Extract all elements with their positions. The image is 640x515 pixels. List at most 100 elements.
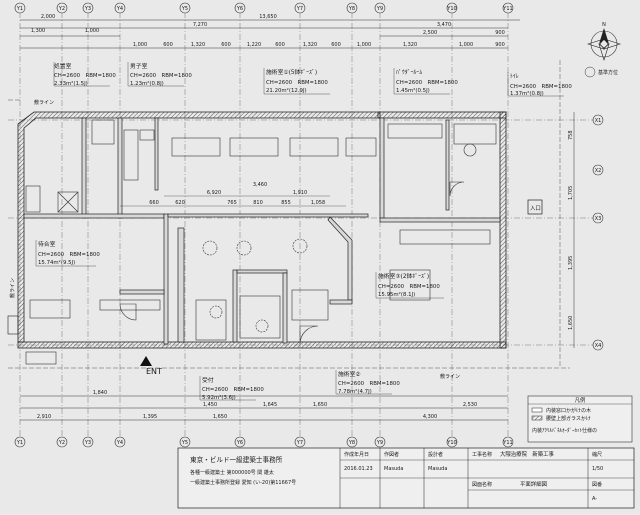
scale-value: 1/50 [592, 466, 603, 472]
drawing-value: 平面詳細図 [520, 480, 547, 488]
legend-item-1: 内装窓口かがけの木 [546, 407, 591, 414]
checked-value: Masuda [428, 466, 447, 472]
room-area: 5.92m²(3.6J) [202, 394, 236, 401]
room-tag-1: 男子室 CH=2600 RBM=1800 1.23m²(0.8J) [127, 62, 192, 87]
entrance-arrow-icon [140, 356, 152, 366]
room-name: 待合室 [38, 240, 56, 248]
top-dim-10: 1,320 [403, 42, 417, 48]
interior-dim-4: 660 [149, 200, 159, 206]
top-dim-6: 600 [275, 42, 285, 48]
dim-sub-c: 2,500 [423, 30, 437, 36]
grid-label-bottom-y2: Y2 [58, 440, 65, 446]
drawn-label: 作図者 [384, 451, 399, 458]
legend-box: 凡例 内装窓口かがけの木 腰壁上部ガラスかけ 内装ｱｸﾘﾙﾊﾟﾈﾙｵｰﾀﾞｰｶｯ… [527, 395, 633, 443]
office-license: 一級建築士事務所登録 愛知 (い-20)第11667号 [190, 479, 296, 486]
bottom-dim-i: 1,650 [213, 414, 227, 420]
bottom-dim-a: 1,840 [93, 390, 107, 396]
bottom-dim-c: 1,645 [263, 402, 277, 408]
interior-dim-1: 6,920 [207, 190, 221, 196]
grid-label-y11: Y11 [502, 6, 512, 12]
grid-label-y9: Y9 [376, 6, 383, 12]
entrance-marker-box [527, 199, 543, 215]
right-dim-3: 1,395 [568, 256, 574, 270]
top-dim-5: 1,220 [247, 42, 261, 48]
grid-label-x3: X3 [595, 216, 602, 222]
exterior-walls [7, 111, 507, 349]
top-dim-3: 1,320 [191, 42, 205, 48]
boundary-label-top: 敷ライン [34, 99, 54, 106]
room-spec: CH=2600 RBM=1800 [130, 73, 192, 79]
room-spec: CH=2600 RBM=1800 [202, 387, 264, 393]
top-dim-8: 600 [331, 42, 341, 48]
top-dim-11: 1,000 [459, 42, 473, 48]
bottom-dim-e: 2,530 [463, 402, 477, 408]
room-tag-3: ﾊﾟｳﾀﾞｰﾙｰﾑ CH=2600 RBM=1800 1.45m²(0.5J) [393, 68, 458, 95]
bottom-dim-f: 4,300 [423, 414, 437, 420]
grid-bubbles-top [14, 2, 514, 14]
grid-bubbles-right [592, 114, 604, 351]
grid-label-bottom-y10: Y10 [446, 440, 456, 446]
grid-label-y4: Y4 [116, 6, 123, 12]
room-spec: CH=2600 RBM=1800 [338, 381, 400, 387]
legend-title: 凡例 [575, 396, 586, 404]
bottom-dimension-lines [20, 395, 508, 421]
project-value: 大隈治療院 新築工事 [500, 450, 555, 458]
grid-label-y10: Y10 [446, 6, 456, 12]
grid-label-bottom-y7: Y7 [296, 440, 303, 446]
right-dim-2: 1,705 [568, 186, 574, 200]
date-label: 作成年月日 [344, 451, 369, 458]
dim-left-c: 1,000 [85, 28, 99, 34]
grid-label-x2: X2 [595, 168, 602, 174]
drawn-value: Masuda [384, 466, 403, 472]
grid-label-bottom-y5: Y5 [181, 440, 188, 446]
room-name: 施術室③(2鉢ﾎﾟｰｽﾞ) [378, 272, 429, 280]
grid-bubbles-bottom [14, 436, 514, 448]
room-name: 男子室 [130, 62, 148, 70]
grid-label-y6: Y6 [236, 6, 243, 12]
room-area: 21.20m²(12.9J) [266, 87, 307, 94]
grid-label-bottom-y11: Y11 [502, 440, 512, 446]
legend-note: 内装ｱｸﾘﾙﾊﾟﾈﾙｵｰﾀﾞｰｶｯﾄ仕様の [532, 427, 597, 434]
top-dimension-lines [20, 19, 520, 49]
bottom-dim-b: 1,450 [203, 402, 217, 408]
checked-label: 設計者 [428, 451, 443, 458]
legend-swatch-1 [531, 407, 543, 413]
room-spec: CH=2600 RBM=1800 [54, 73, 116, 79]
interior-dim-2: 1,910 [293, 190, 307, 196]
interior-dimension-lines [120, 195, 346, 207]
room-name: ﾄｲﾚ [510, 74, 519, 80]
north-label: N [602, 22, 606, 28]
room-name: 受付 [202, 376, 214, 384]
room-name: ﾊﾟｳﾀﾞｰﾙｰﾑ [396, 69, 422, 76]
room-tag-2: 施術室①(5鉢ﾎﾟｰｽﾞ) CH=2600 RBM=1800 21.20m²(1… [263, 68, 330, 95]
grid-label-bottom-y3: Y3 [84, 440, 91, 446]
title-block [177, 447, 635, 509]
bottom-dim-g: 2,910 [37, 414, 51, 420]
room-tag-4: ﾄｲﾚ CH=2600 RBM=1800 1.37m²(0.8J) [507, 72, 572, 97]
room-name: 施術室①(5鉢ﾎﾟｰｽﾞ) [266, 68, 317, 76]
room-area: 15.74m²(9.5J) [38, 259, 75, 266]
north-note: 基準方位 [598, 69, 618, 76]
interior-dim-5: 620 [175, 200, 185, 206]
sheet-value: A- [592, 496, 597, 502]
office-registration: 各種一級建築士 第000000号 関 雄太 [190, 469, 274, 476]
room-spec: CH=2600 RBM=1800 [378, 284, 440, 290]
grid-label-y1: Y1 [16, 6, 23, 12]
sheet-label: 図番 [592, 481, 602, 488]
north-arrow [586, 28, 622, 62]
room-spec: CH=2600 RBM=1800 [266, 80, 328, 86]
dim-sub-b: 3,470 [437, 22, 451, 28]
right-dim-1: 758 [568, 130, 574, 140]
room-area: 7.78m²(4.7J) [338, 388, 372, 395]
legend-item-2: 腰壁上部ガラスかけ [546, 415, 591, 422]
bottom-dim-d: 1,650 [313, 402, 327, 408]
room-tag-6: 施術室③(2鉢ﾎﾟｰｽﾞ) CH=2600 RBM=1800 15.95m²(8… [375, 272, 444, 299]
top-dim-12: 900 [495, 42, 505, 48]
grid-lines-vertical [19, 12, 509, 440]
dim-total-width: 13,650 [259, 14, 277, 20]
grid-label-x1: X1 [595, 118, 602, 124]
room-tag-0: 処置室 CH=2600 RBM=1800 2.33m²(1.5J) [53, 62, 116, 87]
legend-swatch-2 [531, 415, 543, 421]
